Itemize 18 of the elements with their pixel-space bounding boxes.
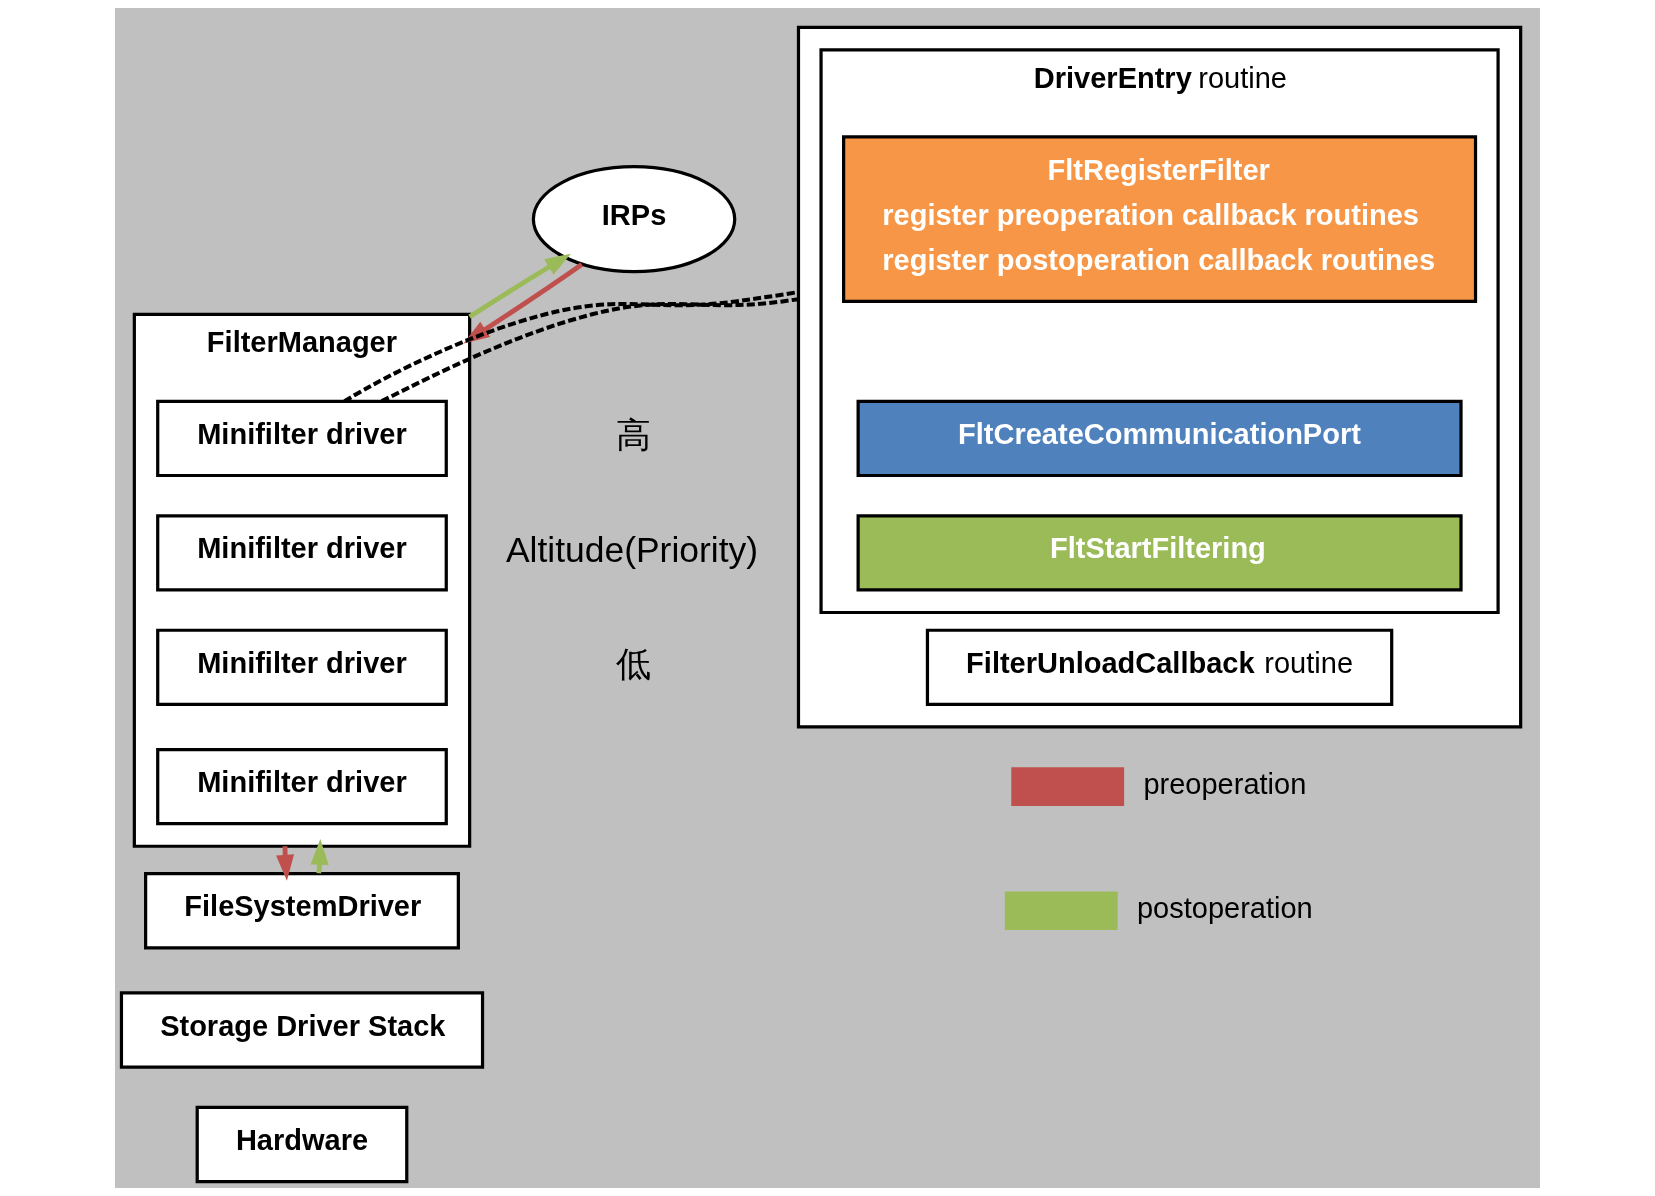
node-box: Hardware: [195, 1105, 409, 1184]
label: 低: [616, 644, 652, 685]
node-box: FltRegisterFilter register preoperation callback routines register postoperation callback routines: [842, 135, 1478, 303]
node-box: FltCreateCommunicationPort: [856, 399, 1463, 478]
arrow: [468, 253, 571, 319]
node-box: FltStartFiltering: [856, 514, 1463, 592]
node-box: Minifilter driver: [156, 399, 448, 478]
node-box: Minifilter driver: [156, 628, 448, 706]
node-box: FilterUnloadCallback routine: [925, 628, 1394, 706]
node-box: FileSystemDriver: [144, 872, 460, 950]
legend-label: postoperation: [1137, 891, 1313, 924]
node-box: Storage Driver Stack: [119, 991, 485, 1069]
cluster: [796, 25, 1523, 729]
label: Altitude(Priority): [505, 529, 759, 570]
label: 高: [616, 415, 652, 456]
node-box: Minifilter driver: [156, 514, 448, 592]
legend-label: preoperation: [1143, 767, 1307, 800]
node-box: Minifilter driver: [156, 747, 448, 826]
